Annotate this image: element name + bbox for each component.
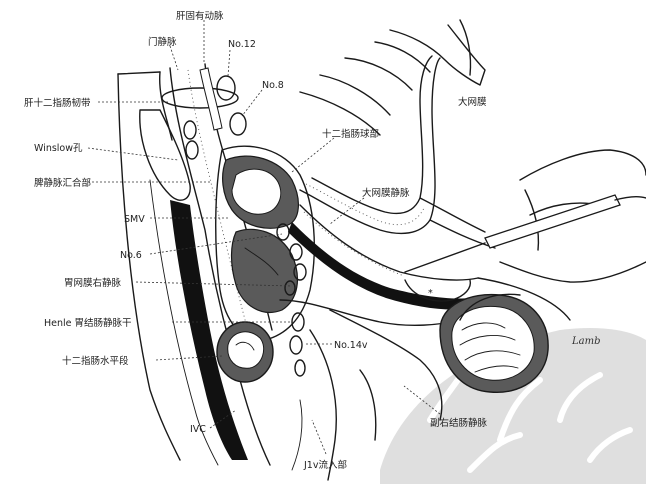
label-hepatic-artery: 肝固有动脉 xyxy=(176,10,224,22)
label-winslow: Winslow孔 xyxy=(34,143,83,154)
mesentery xyxy=(291,309,443,481)
label-gastroepiploic-vein: 大网膜静脉 xyxy=(362,187,410,199)
label-no6: No.6 xyxy=(120,250,142,261)
electrocautery-instrument xyxy=(404,194,646,273)
transverse-colon-section xyxy=(439,277,571,394)
no12-node xyxy=(216,75,236,101)
greater-omentum xyxy=(299,55,496,249)
leader-lines xyxy=(87,20,441,455)
surgeon-hand-upper xyxy=(299,19,486,136)
label-accessory-right-colic-vein: 副右结肠静脉 xyxy=(430,417,488,429)
label-smv: SMV xyxy=(124,214,145,225)
label-hepatoduodenal-ligament: 肝十二指肠韧带 xyxy=(24,97,91,109)
no14v-nodes xyxy=(289,312,306,377)
outer-contour xyxy=(117,71,181,461)
label-duodenum-horizontal: 十二指肠水平段 xyxy=(62,355,129,367)
label-ivc: IVC xyxy=(190,424,206,435)
artist-signature: Lamb xyxy=(571,336,601,347)
label-no8: No.8 xyxy=(262,80,284,91)
label-portal-vein: 门静脉 xyxy=(148,36,177,48)
ivc-band xyxy=(149,179,248,466)
label-duodenal-bulb: 十二指肠球部 xyxy=(322,128,379,140)
label-no14v: No.14v xyxy=(334,340,368,351)
label-right-gastroepiploic-vein: 胃网膜右静脉 xyxy=(64,277,122,289)
winslow-pocket xyxy=(139,109,191,201)
duodenum-horizontal-section xyxy=(216,321,274,383)
label-no12: No.12 xyxy=(228,39,256,50)
dissection-space: * xyxy=(404,279,472,302)
no8-node xyxy=(229,112,247,136)
label-greater-omentum: 大网膜 xyxy=(458,96,487,108)
pancreas-head xyxy=(215,145,316,341)
asterisk-mark: * xyxy=(428,288,433,299)
labels: 肝固有动脉 门静脉 No.12 No.8 肝十二指肠韧带 大网膜 十二指肠球部 … xyxy=(24,10,601,471)
label-j1v-entry: J1v流入部 xyxy=(303,459,347,471)
mesocolon-band xyxy=(279,204,479,327)
label-splenic-confluence: 脾静脉汇合部 xyxy=(34,177,91,189)
label-henle-trunk: Henle 胃结肠静脉干 xyxy=(44,317,132,329)
